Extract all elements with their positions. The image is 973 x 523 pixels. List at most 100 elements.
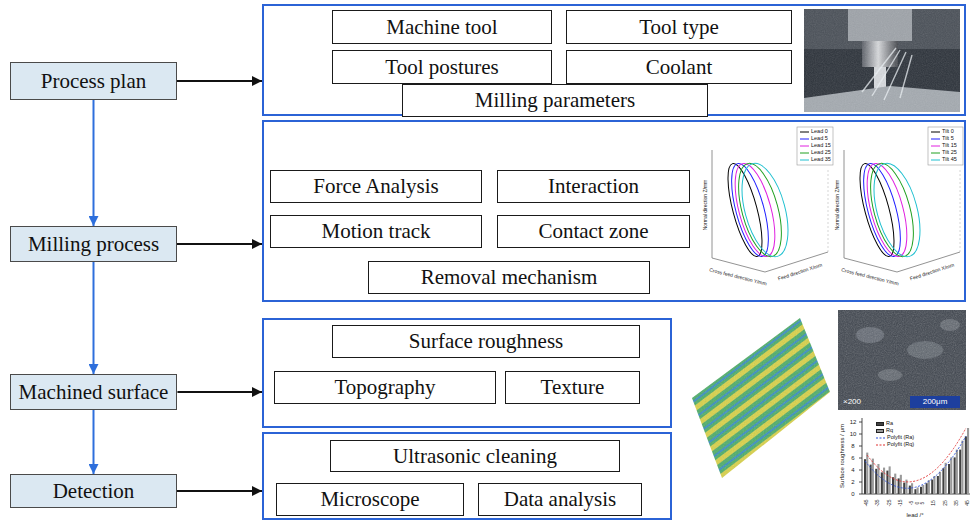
topography-stripes bbox=[690, 316, 832, 480]
legend-text: Lead 0 bbox=[811, 129, 828, 135]
item-box: Contact zone bbox=[497, 215, 690, 248]
tool-path-curve bbox=[733, 158, 796, 261]
plot-axis bbox=[712, 150, 713, 258]
axis-label: Normal direction Z/mm bbox=[835, 179, 840, 232]
box-label: Removal mechanism bbox=[421, 265, 598, 289]
surface-topography bbox=[690, 316, 832, 480]
ra-fit-curve bbox=[865, 436, 966, 488]
box-label: Tool postures bbox=[385, 55, 498, 79]
legend-swatch bbox=[876, 429, 884, 433]
ra-bars bbox=[864, 436, 967, 494]
item-box: Texture bbox=[505, 371, 640, 404]
box-label: Texture bbox=[541, 375, 605, 399]
tick-label: 0 bbox=[914, 501, 919, 506]
magnification: ×200 bbox=[842, 398, 862, 406]
micrograph-ground bbox=[838, 310, 966, 410]
tool-path-curve bbox=[865, 158, 928, 261]
tool-path-curve bbox=[859, 159, 915, 260]
item-box: Surface roughness bbox=[332, 325, 640, 357]
legend-line-sample bbox=[931, 144, 940, 148]
axis-label: lead /° bbox=[905, 512, 924, 518]
microscope-image bbox=[838, 310, 966, 410]
flow-arrow bbox=[177, 391, 262, 393]
item-box: Microscope bbox=[276, 483, 464, 516]
axis-label: Surface roughness / μm bbox=[839, 423, 845, 489]
tool-path-curve bbox=[856, 160, 908, 260]
legend-line bbox=[931, 138, 940, 139]
box-label: Machined surface bbox=[19, 380, 169, 404]
axis-label: Feed direction X/mm bbox=[908, 262, 955, 282]
process-box: Process plan bbox=[10, 62, 177, 100]
legend-line-sample bbox=[931, 158, 940, 162]
box-label: Ultrasonic cleaning bbox=[393, 444, 557, 468]
box-label: Surface roughness bbox=[409, 329, 564, 353]
legend-text: Rq bbox=[886, 428, 893, 434]
tick-label: -35 bbox=[875, 498, 880, 507]
item-box: Tool postures bbox=[332, 50, 552, 84]
legend-text: Polyfit (Ra) bbox=[887, 435, 914, 441]
plot-axis bbox=[844, 150, 845, 258]
legend-text: Lead 5 bbox=[811, 136, 828, 142]
legend-entry: Tilt 0 bbox=[931, 129, 954, 135]
tick-label: -5 bbox=[909, 500, 914, 506]
legend-entry: Tilt 25 bbox=[931, 150, 957, 156]
plot-grid bbox=[960, 170, 961, 252]
tick-label: 15 bbox=[931, 499, 936, 507]
axis-label: Cross feed direction Y/mm bbox=[708, 267, 768, 287]
photo-ground bbox=[804, 9, 960, 112]
legend-entry: Lead 35 bbox=[800, 157, 831, 163]
box-label: Microscope bbox=[320, 487, 419, 511]
legend-text: Ra bbox=[886, 421, 893, 427]
item-box: Motion track bbox=[270, 215, 482, 248]
group-panel: Surface roughnessTopography Texture bbox=[262, 318, 672, 428]
tick-label: 8 bbox=[850, 443, 855, 449]
legend-line bbox=[931, 159, 940, 160]
legend-line bbox=[931, 145, 940, 146]
box-label: Coolant bbox=[646, 55, 713, 79]
box-label: Process plan bbox=[41, 69, 147, 93]
tick-label: 25 bbox=[942, 499, 947, 507]
legend-line bbox=[800, 138, 809, 139]
machining-photo bbox=[804, 9, 960, 112]
item-box: Topography bbox=[274, 371, 496, 404]
tick-label: 2 bbox=[850, 479, 855, 485]
process-box: Detection bbox=[10, 474, 177, 508]
legend-text: Tilt 15 bbox=[942, 143, 957, 149]
legend-text: Lead 25 bbox=[811, 150, 831, 156]
plot-grid bbox=[828, 170, 829, 252]
legend-text: Tilt 25 bbox=[942, 150, 957, 156]
legend-line-sample bbox=[800, 151, 809, 155]
box-label: Machine tool bbox=[386, 15, 497, 39]
item-box: Machine tool bbox=[332, 10, 552, 44]
photo-grain bbox=[804, 9, 960, 112]
item-box: Tool type bbox=[566, 10, 792, 44]
item-box: Removal mechanism bbox=[368, 261, 650, 294]
legend-entry: Lead 25 bbox=[800, 150, 831, 156]
legend-text: Lead 35 bbox=[811, 157, 831, 163]
tick-label: -25 bbox=[886, 498, 891, 507]
group-panel: Machine tool Tool typeTool postures Coolan… bbox=[262, 4, 966, 116]
tick-label: 45 bbox=[965, 499, 970, 507]
legend-entry: Polyfit (Rq) bbox=[876, 442, 914, 448]
legend-line-sample bbox=[876, 436, 885, 440]
box-label: Detection bbox=[53, 479, 135, 503]
box-label: Topography bbox=[334, 375, 435, 399]
scale-bar bbox=[910, 396, 960, 408]
tool-path-curve bbox=[724, 160, 776, 260]
legend-text: Tilt 0 bbox=[942, 129, 954, 135]
box-label: Motion track bbox=[321, 219, 430, 243]
legend-line bbox=[800, 131, 809, 132]
tick-label: 0 bbox=[850, 491, 855, 497]
box-label: Data analysis bbox=[504, 487, 617, 511]
item-box: Force Analysis bbox=[270, 170, 482, 203]
legend-line-sample bbox=[800, 130, 809, 134]
scale-label: 200μm bbox=[922, 398, 949, 406]
chart-axis bbox=[862, 418, 863, 494]
item-box: Milling parameters bbox=[402, 84, 708, 116]
legend-entry: Lead 5 bbox=[800, 136, 828, 142]
legend-text: Tilt 5 bbox=[942, 136, 954, 142]
legend-entry: Tilt 15 bbox=[931, 143, 957, 149]
legend-entry: Rq bbox=[876, 428, 893, 434]
plot-legend-box bbox=[928, 127, 963, 165]
